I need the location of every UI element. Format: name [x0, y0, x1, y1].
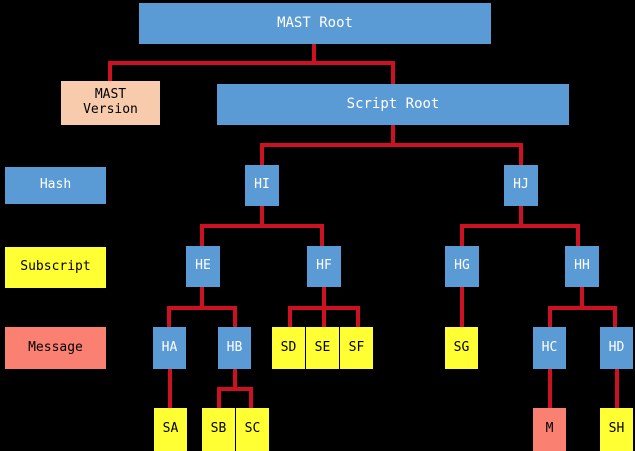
edge-to-sb: [217, 387, 221, 409]
edge-to-m: [548, 368, 552, 409]
edge-to-hg: [460, 224, 464, 246]
edge-to-he: [200, 224, 204, 246]
node-sd: SD: [272, 327, 305, 369]
legend-item-hash: Hash: [5, 167, 106, 204]
edge-hi-bus: [200, 224, 324, 228]
edge-hb-stub: [233, 368, 237, 389]
node-sb: SB: [202, 408, 235, 451]
node-mast-version: MAST Version: [61, 81, 160, 125]
edge-to-sh: [615, 368, 619, 409]
node-hf: HF: [307, 246, 341, 287]
node-hi: HI: [245, 165, 279, 206]
edge-scriptroot-stub: [391, 124, 395, 146]
edge-hf-stub: [322, 287, 326, 308]
legend-item-subscript: Subscript: [5, 247, 106, 288]
edge-hh-stub: [580, 287, 584, 308]
node-m: M: [533, 408, 566, 451]
edge-to-sc: [249, 387, 253, 409]
edge-hb-bus: [217, 387, 253, 391]
edge-to-mast-version: [108, 61, 112, 81]
node-hj: HJ: [504, 165, 538, 206]
edge-to-ha: [167, 306, 171, 328]
edge-to-script-root: [391, 61, 395, 84]
edge-to-hd: [613, 306, 617, 328]
edge-hh-bus: [548, 306, 616, 310]
node-sc: SC: [236, 408, 269, 451]
node-hb: HB: [218, 327, 251, 369]
edge-to-sg: [460, 287, 464, 328]
node-hd: HD: [600, 327, 633, 369]
edge-to-sf: [356, 306, 360, 328]
edge-to-sd: [288, 306, 292, 328]
edge-to-sa: [168, 368, 172, 409]
node-he: HE: [186, 246, 220, 287]
node-se: SE: [306, 327, 339, 369]
node-sg: SG: [445, 327, 478, 369]
edge-to-hf: [320, 224, 324, 246]
node-sa: SA: [154, 408, 187, 451]
node-sf: SF: [340, 327, 373, 369]
node-script-root: Script Root: [217, 84, 569, 125]
node-mast-root: MAST Root: [139, 3, 491, 44]
edge-to-hi: [260, 143, 264, 166]
edge-hj-stub: [519, 205, 523, 226]
edge-hj-bus: [460, 224, 580, 228]
node-hc: HC: [533, 327, 566, 369]
edge-to-se: [322, 306, 326, 328]
edge-mastroot-stub: [312, 43, 316, 63]
edge-scriptroot-bus: [260, 143, 523, 147]
edge-he-bus: [167, 306, 237, 310]
edge-to-hh: [576, 224, 580, 246]
edge-mastroot-bus: [108, 61, 395, 65]
legend-item-message: Message: [5, 327, 106, 369]
node-hg: HG: [445, 246, 479, 287]
edge-hi-stub: [260, 205, 264, 226]
node-hh: HH: [565, 246, 599, 287]
node-ha: HA: [153, 327, 186, 369]
node-sh: SH: [600, 408, 633, 451]
edge-he-stub: [200, 287, 204, 308]
edge-to-hb: [233, 306, 237, 328]
edge-to-hc: [548, 306, 552, 328]
edge-to-hj: [519, 143, 523, 166]
